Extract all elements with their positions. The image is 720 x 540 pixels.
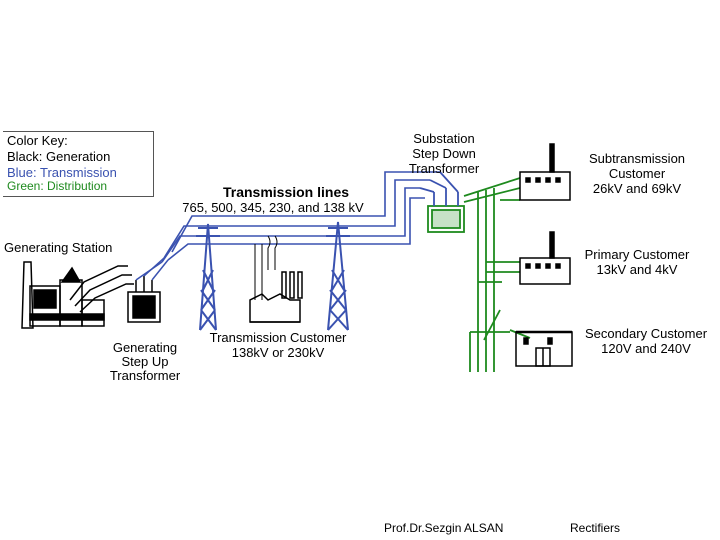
color-key-title: Color Key: xyxy=(7,133,68,148)
transmission-customer-label-1: Transmission Customer xyxy=(209,330,347,345)
subtransmission-label-3: 26kV and 69kV xyxy=(592,181,682,196)
generating-station-label: Generating Station xyxy=(4,240,113,255)
substation-label-1: Substation xyxy=(413,131,475,146)
primary-customer-label-2: 13kV and 4kV xyxy=(596,262,678,277)
subtransmission-factory-icon xyxy=(519,143,571,201)
substation-transformer-icon xyxy=(419,171,465,233)
step-up-transformer-icon xyxy=(127,257,169,323)
secondary-customer-house-icon xyxy=(515,330,573,367)
substation-label-2: Step Down xyxy=(412,146,476,161)
color-key-black: Black: Generation xyxy=(7,149,111,164)
footer-author: Prof.Dr.Sezgin ALSAN xyxy=(384,521,504,535)
step-up-transformer-label-2: Step Up xyxy=(121,354,169,369)
footer-topic: Rectifiers xyxy=(570,521,621,535)
subtransmission-label-2: Customer xyxy=(608,166,666,181)
color-key: Color Key: Black: Generation Blue: Trans… xyxy=(3,131,154,197)
substation-label-3: Transformer xyxy=(408,161,480,176)
transmission-tower-icon xyxy=(196,223,220,331)
generating-station-icon xyxy=(21,261,134,329)
transmission-customer-label-2: 138kV or 230kV xyxy=(231,345,325,360)
secondary-customer-label-1: Secondary Customer xyxy=(584,326,708,341)
transmission-customer-feed xyxy=(254,235,278,300)
color-key-green: Green: Distribution xyxy=(7,179,108,193)
subtransmission-label-1: Subtransmission xyxy=(588,151,686,166)
distribution-lines xyxy=(463,177,531,372)
transmission-tower-icon xyxy=(326,221,350,331)
step-up-transformer-label-1: Generating xyxy=(112,340,178,355)
transmission-customer-factory-icon xyxy=(249,271,303,323)
transmission-lines xyxy=(161,171,440,263)
primary-customer-label-1: Primary Customer xyxy=(584,247,690,262)
secondary-customer-label-2: 120V and 240V xyxy=(601,341,691,356)
transmission-lines-voltages: 765, 500, 345, 230, and 138 kV xyxy=(182,200,364,215)
transmission-lines-title: Transmission lines xyxy=(222,184,350,200)
primary-customer-factory-icon xyxy=(519,231,571,285)
color-key-blue: Blue: Transmission xyxy=(7,165,117,180)
step-up-transformer-label-3: Transformer xyxy=(109,368,181,383)
